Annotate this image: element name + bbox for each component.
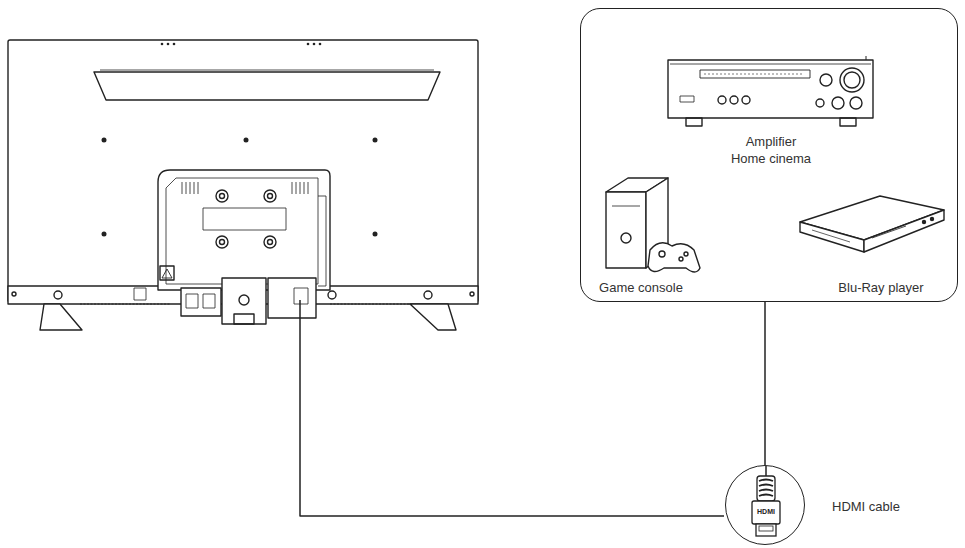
game-console-icon — [606, 178, 700, 272]
hdmi-plug-icon — [726, 466, 806, 546]
device-label: Game console — [576, 279, 706, 296]
connector-marking: HDMI — [752, 508, 780, 516]
hdmi-wire — [300, 300, 724, 516]
device-label: Amplifier Home cinema — [728, 133, 814, 167]
tv-back — [8, 40, 478, 330]
device-label: Blu-Ray player — [816, 279, 946, 296]
hdmi-plug-callout: HDMIHDMI cable — [725, 465, 805, 545]
amplifier-icon — [668, 56, 873, 126]
device-panel: Amplifier Home cinemaGame consoleBlu-Ray… — [580, 8, 958, 302]
cable-line — [764, 302, 766, 465]
cable-label: HDMI cable — [832, 498, 900, 515]
bluray-icon — [800, 196, 944, 252]
